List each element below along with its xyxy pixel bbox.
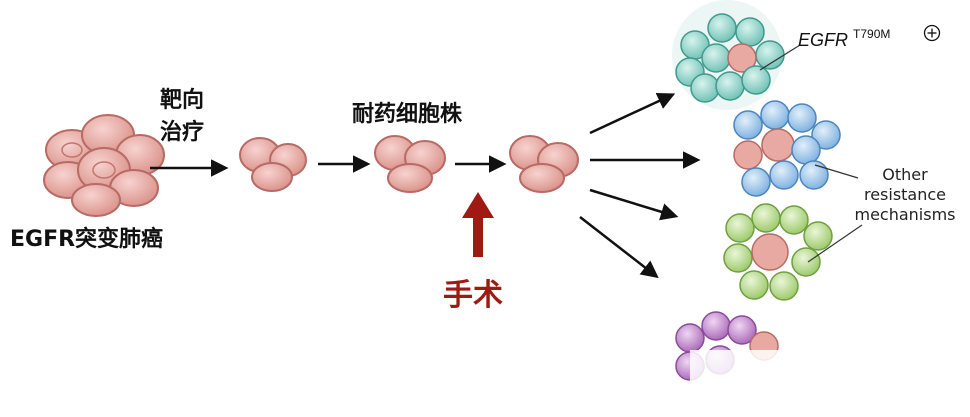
arrow-branch-teal [589, 92, 676, 135]
surgery-arrow [462, 192, 494, 257]
tumor-blue [733, 100, 841, 197]
leader-t790m [759, 44, 801, 71]
label-targeted-therapy-line2: 治疗 [160, 120, 205, 145]
leader-other-green [807, 224, 863, 263]
tumor-initial [43, 114, 165, 217]
label-targeted-therapy-line1: 靶向 [160, 88, 205, 113]
tumor-resistant-2 [509, 135, 579, 193]
mutation-label: EGFR T790M [798, 27, 890, 50]
plus-circle-icon [923, 24, 941, 42]
tumor-green [723, 203, 833, 301]
arrow-branch-purple [579, 216, 659, 279]
tumor-resistant-1 [374, 135, 446, 193]
arrow-branch-green [589, 188, 679, 221]
tumor-shrunk-1 [239, 137, 307, 192]
watermark-overlay [690, 350, 970, 417]
label-egfr-lung-cancer: EGFR突变肺癌 [10, 227, 164, 252]
label-resistant-cell-line: 耐药细胞株 [352, 102, 463, 127]
other-line3: mechanisms [854, 205, 956, 224]
other-line2: resistance [863, 185, 947, 204]
label-other-resistance-mechanisms: Other resistance mechanisms [835, 165, 970, 225]
other-line1: Other [882, 165, 928, 184]
leader-other-blue [814, 164, 859, 179]
label-surgery: 手术 [443, 278, 503, 313]
tumor-teal-t790m [672, 0, 785, 110]
